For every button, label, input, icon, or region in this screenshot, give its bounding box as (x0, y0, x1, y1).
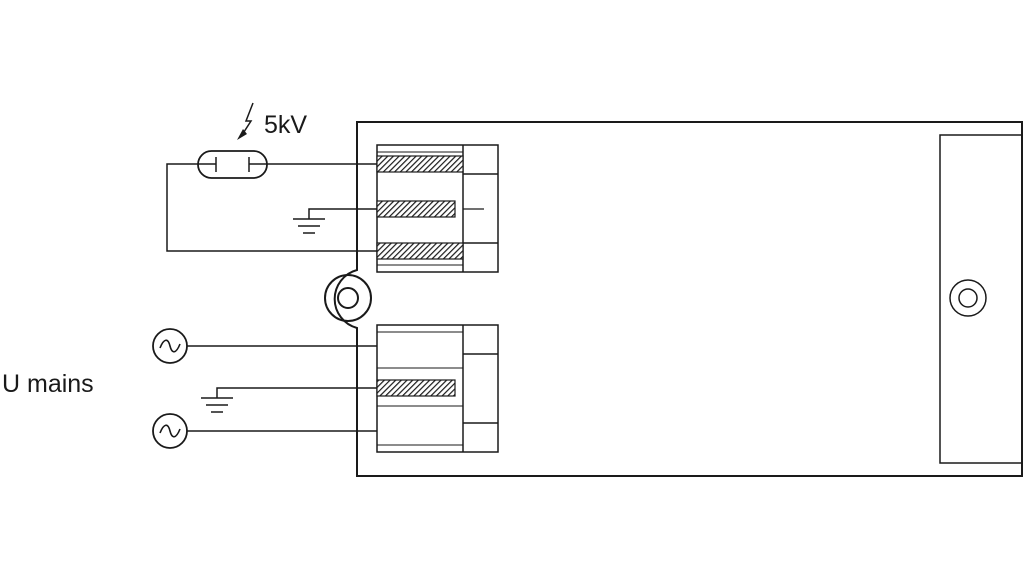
voltage-label: 5kV (264, 111, 308, 139)
mounting-hole-left (324, 274, 372, 322)
earth-ground-icon-lower (201, 387, 377, 413)
output-terminal-block (376, 144, 499, 273)
end-cap (939, 134, 1023, 464)
mounting-hole-right (949, 279, 987, 317)
ac-source-icon-lower (152, 413, 377, 449)
terminal-contact-1 (376, 155, 464, 173)
mains-terminal-block (376, 324, 499, 453)
terminal-contact-2 (376, 200, 456, 218)
spark-gap-circuit (166, 150, 377, 252)
ac-source-icon-upper (152, 328, 377, 364)
device-housing (333, 121, 1023, 477)
mains-label: U mains (2, 370, 94, 398)
earth-ground-icon-upper (293, 208, 377, 234)
terminal-contact-3 (376, 242, 464, 260)
lightning-icon (237, 102, 254, 140)
terminal-contact-earth (376, 379, 456, 397)
